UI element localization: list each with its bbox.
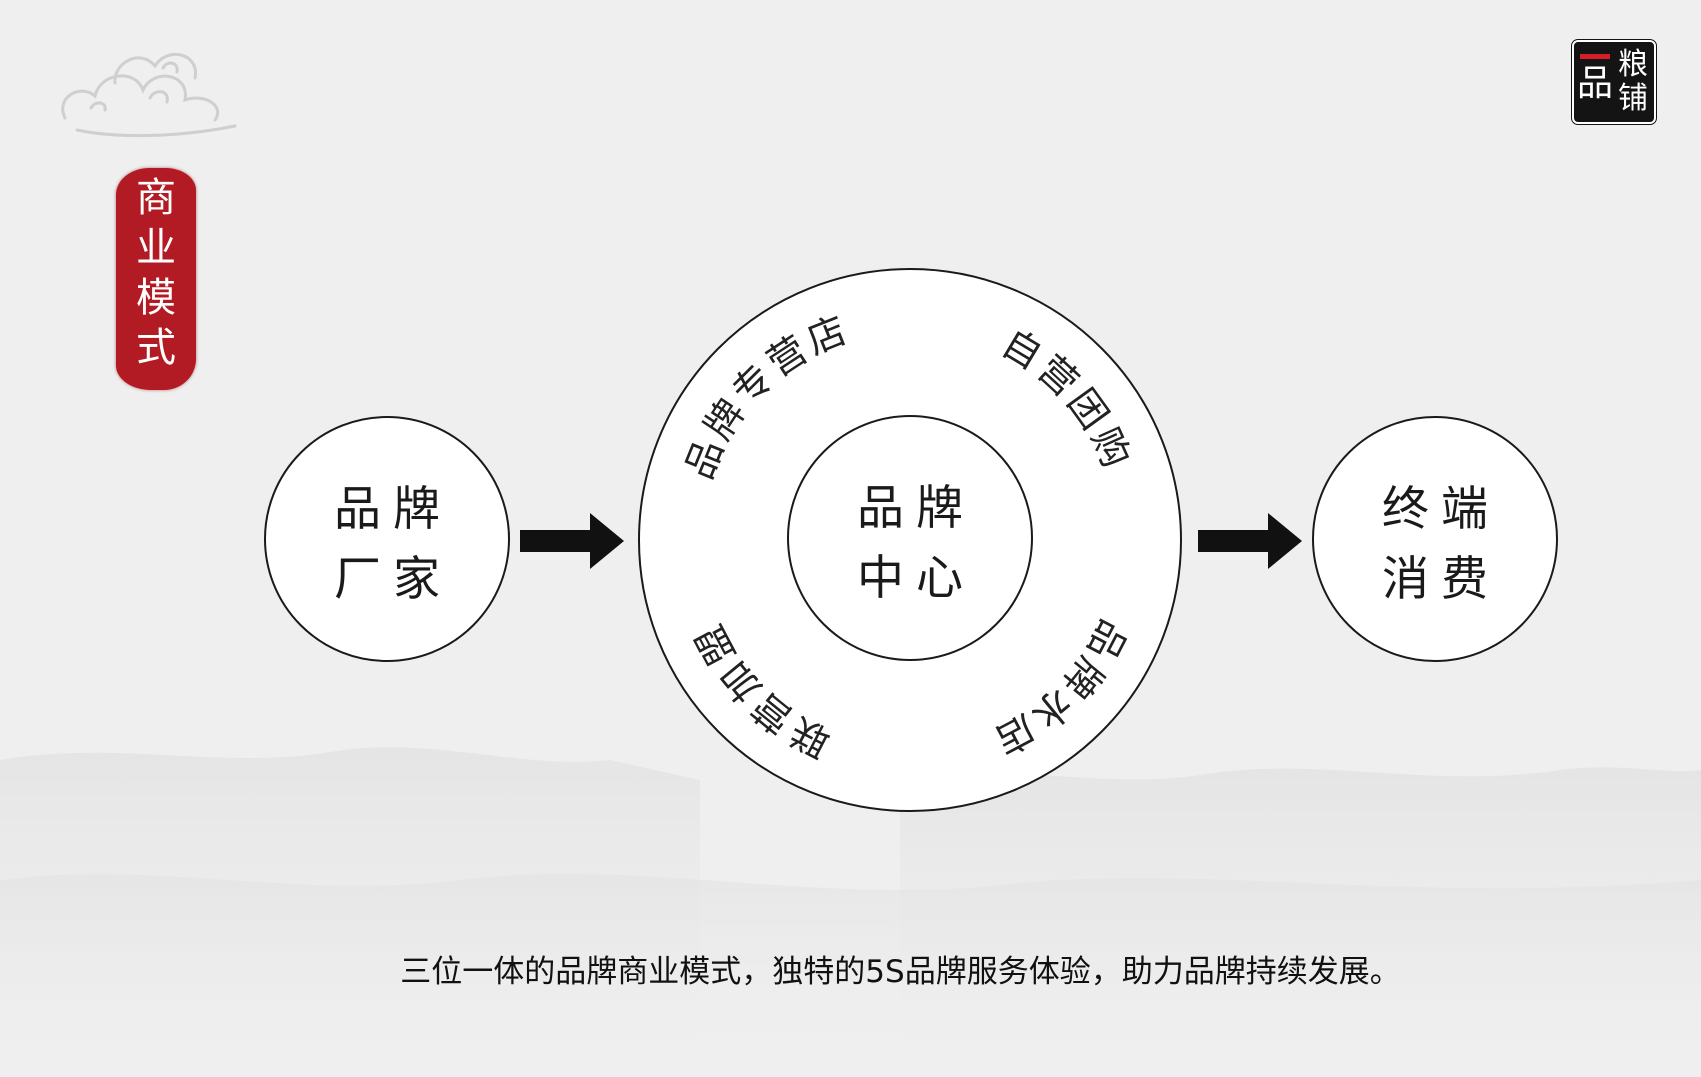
caption-text: 三位一体的品牌商业模式，独特的5S品牌服务体验，助力品牌持续发展。 [400,954,1401,990]
logo-accent-bar [1580,54,1610,59]
seal-char: 商 [136,175,176,221]
node-label: 品牌 [857,481,975,536]
node-label: 厂家 [334,552,452,607]
seal-char: 式 [136,325,176,371]
node-label: 消费 [1382,552,1500,607]
arrow-right-icon [520,513,624,569]
section-seal: 商 业 模 式 [116,168,196,390]
node-label: 品牌 [334,482,452,537]
arrow-right-icon [1198,513,1302,569]
logo-char: 粮 [1618,47,1648,82]
cloud-icon [61,52,237,138]
logo-char: 铺 [1618,81,1648,116]
logo-pin-char: 品 [1577,63,1614,104]
brand-logo: 品 粮 铺 [1572,40,1656,124]
seal-char: 模 [136,275,176,321]
end-consumer-node: 终端 消费 [1312,416,1558,662]
node-label: 中心 [857,551,975,606]
node-label: 终端 [1382,482,1500,537]
brand-center-node: 品牌 中心 [787,415,1033,661]
brand-manufacturer-node: 品牌 厂家 [264,416,510,662]
seal-char: 业 [136,225,176,271]
